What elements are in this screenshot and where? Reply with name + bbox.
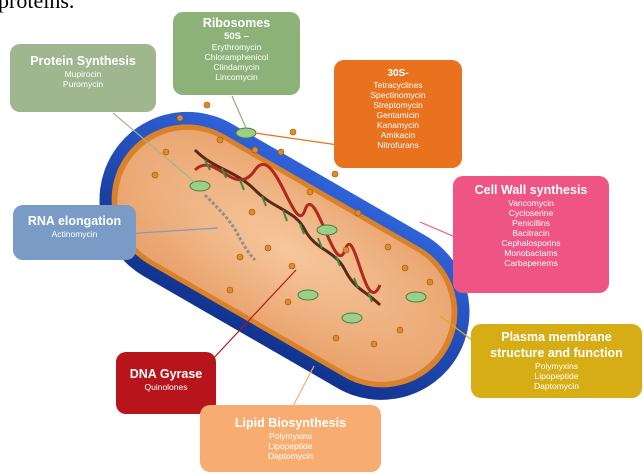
lipid-biosynthesis-title: Lipid Biosynthesis [206, 416, 375, 431]
ribosomes-item: Chloramphenicol [179, 52, 294, 62]
cell-wall-synthesis-box: Cell Wall synthesis Vancomycin Cycloseri… [453, 176, 609, 293]
ribosome-30s-item: Tetracyclines [340, 80, 456, 90]
lipid-biosynthesis-item: Lipopeptide [206, 441, 375, 451]
cell-wall-synthesis-title: Cell Wall synthesis [459, 183, 603, 198]
connector-ribosomes [232, 96, 246, 128]
cell-wall-item: Penicillins [459, 218, 603, 228]
cell-wall-item: Cephalosporins [459, 238, 603, 248]
ribosomes-title: Ribosomes [179, 16, 294, 31]
ribosomes-item: Lincomycin [179, 72, 294, 82]
rna-elongation-item: Actinomycin [19, 229, 130, 239]
caption-text: proteins. [0, 0, 74, 14]
ribosome-30s-item: Spectinomycin [340, 90, 456, 100]
protein-synthesis-box: Protein Synthesis Mupirocin Puromycin [10, 44, 156, 112]
dna-gyrase-item: Quinolones [122, 382, 210, 392]
ribosome-30s-item: Streptomycin [340, 100, 456, 110]
plasma-membrane-title: Plasma membrane structure and function [477, 330, 636, 361]
ribosome-30s-box: 30S- Tetracyclines Spectinomycin Strepto… [334, 60, 462, 168]
rna-elongation-title: RNA elongation [19, 214, 130, 229]
ribosome [190, 181, 210, 191]
plasma-membrane-item: Daptomycin [477, 381, 636, 391]
ribosomes-subtitle: 50S – [179, 31, 294, 42]
cell-wall-item: Vancomycin [459, 198, 603, 208]
plasma-membrane-item: Polymyxins [477, 361, 636, 371]
ribosome [236, 128, 256, 138]
cell-wall-item: Carbapenems [459, 258, 603, 268]
ribosome [406, 292, 426, 302]
ribosome-30s-item: Kanamycin [340, 120, 456, 130]
connector-lipid [292, 366, 314, 408]
ribosome [317, 225, 337, 235]
lipid-biosynthesis-box: Lipid Biosynthesis Polymyxins Lipopeptid… [200, 405, 381, 472]
ribosome-30s-item: Nitrofurans [340, 140, 456, 150]
dna-gyrase-title: DNA Gyrase [122, 367, 210, 382]
ribosome-30s-item: Amikacin [340, 130, 456, 140]
ribosome [342, 313, 362, 323]
lipid-biosynthesis-item: Polymyxins [206, 431, 375, 441]
protein-synthesis-item: Puromycin [16, 79, 150, 89]
cell-wall-item: Bacitracin [459, 228, 603, 238]
connector-30s [255, 133, 338, 145]
ribosome [298, 290, 318, 300]
ribosomes-box: Ribosomes 50S – Erythromycin Chloramphen… [173, 12, 300, 95]
lipid-biosynthesis-item: Daptomycin [206, 451, 375, 461]
protein-synthesis-item: Mupirocin [16, 69, 150, 79]
cell-wall-item: Monobactams [459, 248, 603, 258]
cell-wall-item: Cycloserine [459, 208, 603, 218]
plasma-membrane-item: Lipopeptide [477, 371, 636, 381]
dna-gyrase-box: DNA Gyrase Quinolones [116, 352, 216, 414]
ribosome-30s-title: 30S- [340, 68, 456, 80]
ribosome-30s-item: Gentamicin [340, 110, 456, 120]
plasma-membrane-box: Plasma membrane structure and function P… [471, 324, 642, 398]
protein-synthesis-title: Protein Synthesis [16, 54, 150, 69]
ribosomes-item: Clindamycin [179, 62, 294, 72]
rna-elongation-box: RNA elongation Actinomycin [13, 205, 136, 260]
ribosomes-item: Erythromycin [179, 42, 294, 52]
